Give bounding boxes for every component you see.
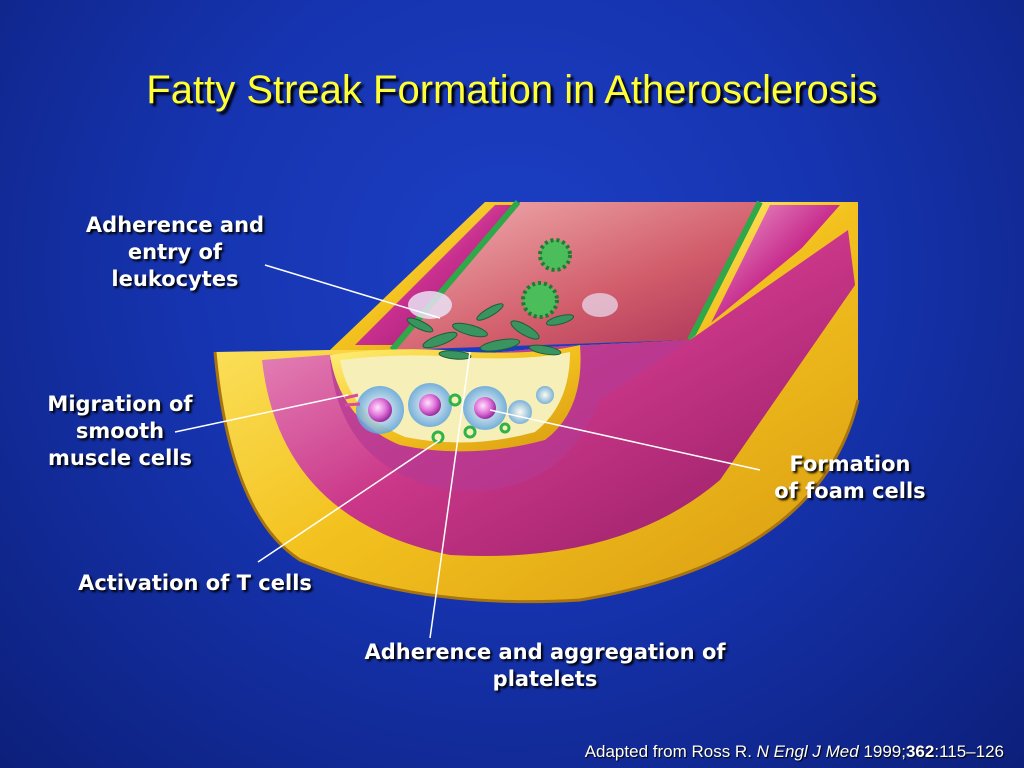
callout-line-foam-cells <box>489 409 761 471</box>
label-leukocytes: Adherence and entry of leukocytes <box>85 213 265 291</box>
citation: Adapted from Ross R. N Engl J Med 1999;3… <box>584 742 1004 761</box>
label-t-cells: Activation of T cells <box>78 571 312 595</box>
label-foam-cells: Formation of foam cells <box>774 452 926 503</box>
migrating-smooth-muscle-cell <box>344 393 361 407</box>
slide-title: Fatty Streak Formation in Atherosclerosi… <box>146 68 878 112</box>
callout-lines <box>174 264 761 639</box>
label-smooth-muscle: Migration of smooth muscle cells <box>47 392 193 470</box>
t-cells <box>431 393 511 444</box>
label-platelets: Adherence and aggregation of platelets <box>364 640 726 691</box>
callout-line-smooth-muscle <box>174 394 349 433</box>
callout-line-platelets <box>429 351 471 639</box>
callout-line-t-cells <box>257 439 441 563</box>
callout-line-leukocytes <box>264 264 441 319</box>
smooth-muscle-cells <box>406 303 575 360</box>
foam-cells <box>356 383 554 434</box>
platelet-aggregates <box>521 238 572 319</box>
